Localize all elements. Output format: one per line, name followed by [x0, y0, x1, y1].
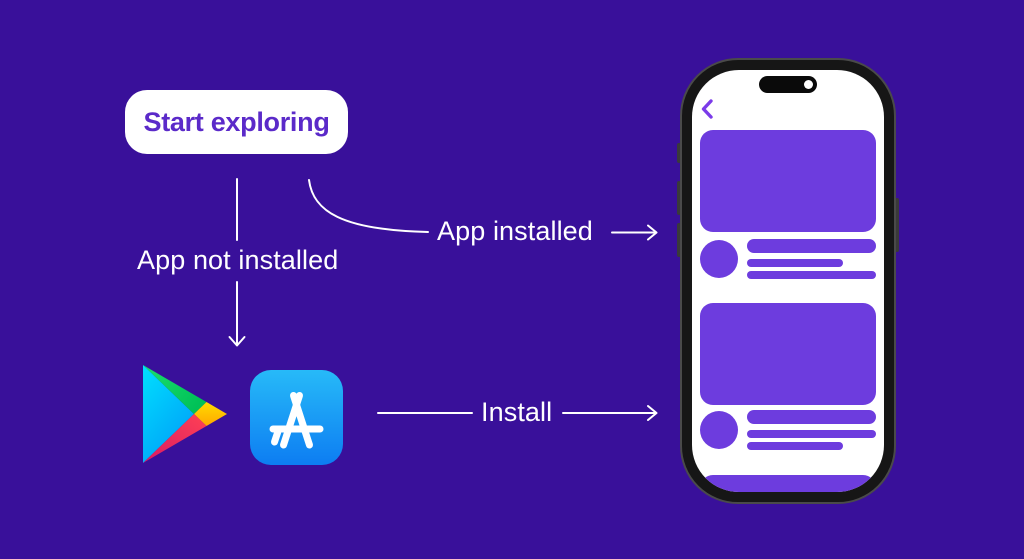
arrow-install-to-phone [562, 405, 658, 421]
label-app-installed: App installed [437, 216, 593, 246]
avatar-placeholder-2 [700, 411, 738, 449]
avatar-placeholder-1 [700, 240, 738, 278]
label-install: Install [481, 397, 553, 427]
curve-button-to-installed [308, 179, 429, 233]
text-line-placeholder [747, 442, 843, 450]
play-wedge-green [143, 365, 207, 414]
app-store-a-glyph [269, 392, 324, 449]
arrow-installed-to-phone [611, 224, 658, 241]
start-exploring-label: Start exploring [143, 106, 330, 137]
text-line-placeholder [747, 271, 876, 279]
content-placeholder-card-3 [700, 475, 876, 492]
label-app-not-installed: App not installed [137, 245, 339, 275]
text-line-placeholder [747, 430, 876, 438]
chevron-left-icon[interactable] [700, 98, 714, 120]
camera-dot [804, 80, 813, 89]
phone-volume-down-button [677, 223, 681, 257]
text-line-placeholder [747, 259, 843, 267]
phone-volume-up-button [677, 181, 681, 215]
arrow-down-to-stores [228, 281, 246, 347]
play-wedge-yellow [194, 402, 227, 426]
text-line-placeholder [747, 239, 876, 253]
phone-screen [692, 70, 884, 492]
app-store-icon[interactable] [250, 370, 343, 465]
start-exploring-button[interactable]: Start exploring [125, 90, 348, 154]
play-wedge-red [143, 414, 207, 463]
dynamic-island [759, 76, 817, 93]
phone-mute-switch [677, 143, 681, 163]
text-line-placeholder [747, 410, 876, 424]
play-wedge-cyan [143, 365, 194, 463]
phone-power-button [895, 198, 899, 252]
google-play-icon[interactable] [140, 362, 232, 466]
phone-mockup [680, 58, 896, 504]
content-placeholder-card-2 [700, 303, 876, 405]
app-store-tile [250, 370, 343, 465]
content-placeholder-card-1 [700, 130, 876, 232]
